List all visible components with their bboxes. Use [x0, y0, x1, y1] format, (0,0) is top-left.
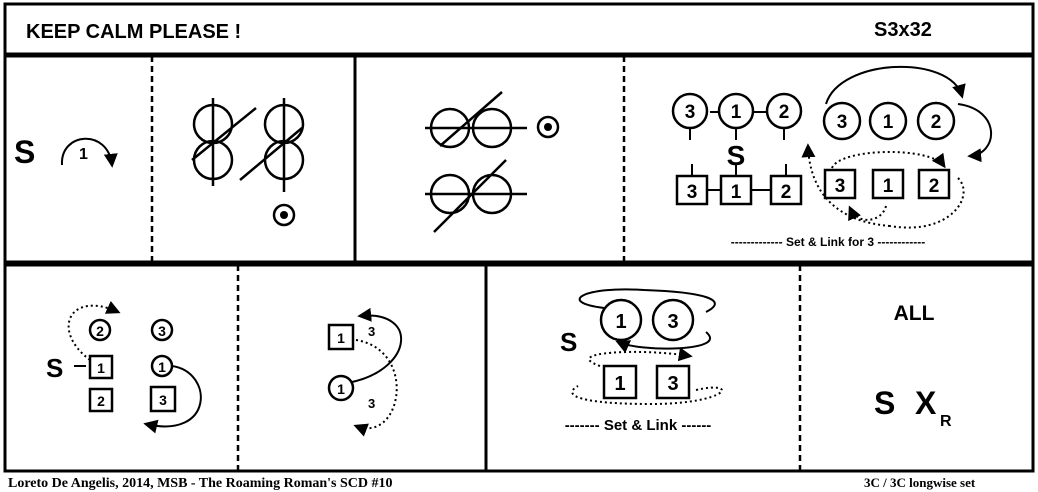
couple-1-woman	[88, 354, 114, 380]
position-annotation: 3	[368, 324, 375, 339]
link-arrow-dotted	[588, 347, 693, 367]
figure-symbol-right	[239, 98, 305, 192]
setting-label: S	[727, 140, 746, 171]
couple-2-man	[765, 92, 803, 130]
couple-number: 3	[159, 392, 167, 408]
link-arrow-dotted	[801, 143, 891, 227]
couple-2-man	[916, 101, 956, 141]
couple-number: 1	[337, 330, 345, 346]
couple-3-woman	[675, 174, 709, 206]
left-formation-lines	[689, 111, 787, 191]
couple-3-woman	[655, 364, 691, 400]
right-top-couples: 3 1 2	[822, 101, 956, 141]
target-icon	[272, 203, 296, 227]
couple-number: 3	[667, 373, 678, 395]
couple-number: 2	[97, 393, 105, 409]
couple-number: 1	[615, 311, 626, 333]
couple-1-woman	[871, 168, 905, 200]
couple-number: 3	[685, 102, 696, 123]
cast-arrow	[60, 137, 118, 168]
header-box	[3, 2, 1035, 56]
couple-1-man	[327, 374, 355, 402]
cast-arrow-dotted	[67, 300, 121, 361]
couple-2-woman	[769, 174, 803, 206]
couple-1-man	[599, 298, 643, 342]
setting-label: S	[14, 134, 35, 170]
dance-title: KEEP CALM PLEASE !	[26, 21, 241, 43]
right-bottom-couples: 3 1 2	[823, 168, 951, 200]
set-link-caption: ------------- Set & Link for 3 ---------…	[731, 235, 926, 249]
couple-1-woman	[719, 174, 753, 206]
reel-symbol-bottom	[425, 159, 527, 233]
cross-subscript: R	[940, 413, 952, 430]
couple-number: 2	[781, 182, 792, 203]
left-top-couples: 3 1 2	[671, 92, 803, 130]
turn-arrow-dotted	[353, 339, 398, 437]
couple-3-man	[150, 318, 174, 342]
all-label: ALL	[894, 302, 935, 325]
figure-symbol-left	[191, 98, 257, 186]
couple-number: 1	[614, 373, 625, 395]
couple-number: 2	[929, 176, 940, 197]
formation-label: S3x32	[874, 19, 932, 41]
couple-number: 2	[931, 112, 942, 133]
link-arrow-dotted	[831, 151, 946, 169]
couple-2-woman	[88, 387, 114, 413]
target-icon	[536, 115, 560, 139]
couple-number: 1	[731, 182, 742, 203]
set-info: 3C / 3C longwise set	[864, 475, 976, 490]
couple-number: 1	[731, 102, 742, 123]
link-arrow-dotted	[571, 385, 723, 406]
couple-number: 3	[667, 311, 678, 333]
couple-3-man	[651, 298, 695, 342]
credit-line: Loreto De Angelis, 2014, MSB - The Roami…	[8, 476, 393, 491]
turn-arrow	[351, 307, 402, 383]
couple-3-woman	[149, 385, 177, 413]
couple-3-woman	[823, 168, 857, 200]
couple-number: 3	[837, 112, 848, 133]
couple-2-woman	[917, 168, 951, 200]
couple-1-man	[868, 101, 908, 141]
link-arrow-right	[957, 103, 993, 163]
couple-number: 1	[883, 112, 894, 133]
couple-2-man	[88, 318, 112, 342]
couple-1-woman	[602, 364, 638, 400]
couple-number: 1	[883, 176, 894, 197]
couple-number: 1	[158, 359, 166, 375]
setting-label: S	[874, 385, 895, 421]
couple-1-woman	[327, 323, 355, 351]
set-link-caption: ------- Set & Link ------	[565, 417, 712, 434]
left-bottom-couples: 3 1 2	[675, 174, 803, 206]
position-annotation: 3	[368, 396, 375, 411]
couple-number: 2	[96, 323, 104, 339]
reel-symbol-top	[425, 91, 527, 149]
cross-label: X	[915, 385, 937, 421]
couple-number: 2	[779, 102, 790, 123]
link-arrow-top	[578, 288, 716, 313]
couple-number: 3	[687, 182, 698, 203]
setting-label: S	[560, 327, 577, 357]
couple-number: 1	[97, 360, 105, 376]
row1-box	[3, 54, 1035, 264]
couple-number: 1	[337, 381, 345, 397]
couple-number: 3	[835, 176, 846, 197]
row2-box	[3, 263, 1035, 473]
couple-3-man	[671, 92, 709, 130]
setting-label: S	[46, 353, 63, 383]
couple-1-man	[717, 92, 755, 130]
cast-number: 1	[79, 146, 88, 163]
couple-3-man	[822, 101, 862, 141]
cast-arrow	[143, 365, 202, 434]
link-arrow-top	[825, 65, 966, 105]
couple-number: 3	[158, 323, 166, 339]
